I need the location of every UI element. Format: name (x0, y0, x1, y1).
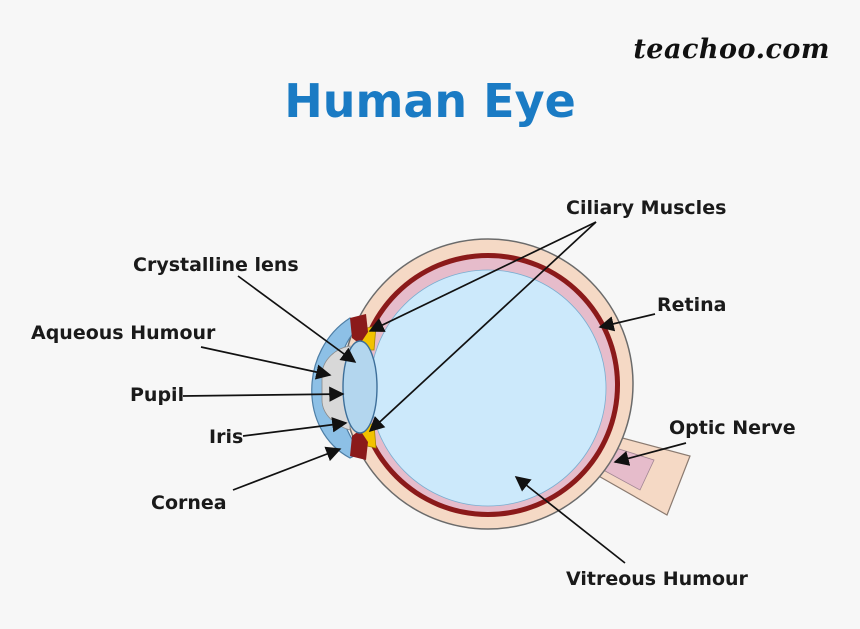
label-optic-nerve: Optic Nerve (669, 417, 796, 439)
iris-bottom (350, 430, 368, 460)
label-retina: Retina (657, 294, 727, 316)
diagram-title: Human Eye (284, 74, 576, 128)
label-cornea: Cornea (151, 492, 227, 514)
vitreous-humour (369, 269, 607, 507)
label-crystalline-lens: Crystalline lens (133, 254, 299, 276)
iris-top (350, 314, 368, 344)
pointer-ciliary-top (368, 221, 597, 332)
brand-logo: teachoo.com (633, 34, 830, 65)
label-aqueous-humour: Aqueous Humour (31, 322, 216, 344)
pointer-crystalline-lens (237, 275, 357, 363)
pointer-aqueous-humour (200, 346, 332, 380)
pointer-optic-nerve (613, 442, 687, 466)
pointer-retina (598, 313, 656, 332)
pointer-pupil (182, 386, 345, 402)
pointer-iris (242, 417, 348, 437)
pointer-cornea (232, 446, 342, 491)
label-ciliary-muscles: Ciliary Muscles (566, 197, 727, 219)
label-iris: Iris (209, 426, 244, 448)
crystalline-lens (342, 340, 378, 434)
pointer-vitreous-humour (514, 476, 626, 564)
label-pupil: Pupil (130, 384, 185, 406)
pointer-ciliary-bottom (368, 221, 597, 433)
label-vitreous-humour: Vitreous Humour (566, 568, 748, 590)
